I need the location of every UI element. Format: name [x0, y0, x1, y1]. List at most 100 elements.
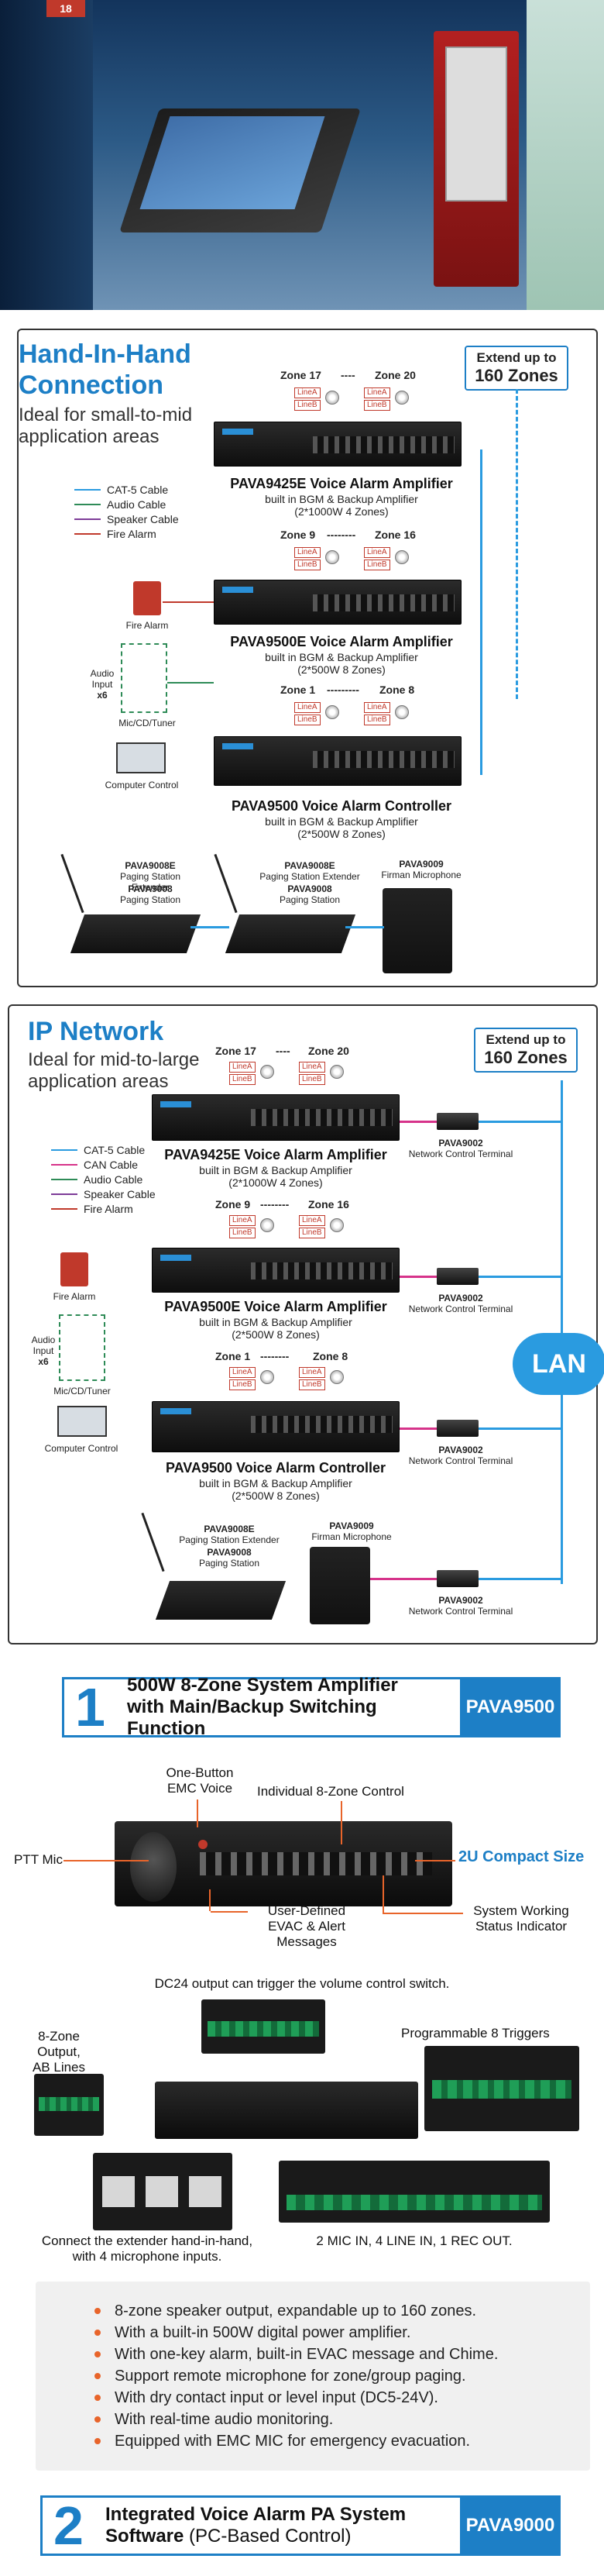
emc-button-icon	[198, 1840, 208, 1849]
hih-title-line1: Hand-In-Hand	[19, 339, 191, 369]
audio-input-line: Audio	[90, 668, 115, 679]
paging-station-image	[225, 914, 356, 953]
audio-input-box	[121, 643, 167, 713]
hih-amp1-title: PAVA9425E Voice Alarm Amplifier	[230, 476, 453, 491]
laptop-screen	[139, 116, 325, 209]
bullet-item: Equipped with EMC MIC for emergency evac…	[94, 2430, 498, 2452]
hih-extend-a: Extend up to	[476, 350, 557, 365]
terminal-image	[437, 1570, 479, 1587]
terminal-block	[432, 2080, 571, 2099]
feature2-title-line1: Integrated Voice Alarm PA System	[105, 2504, 407, 2525]
name: Network Control Terminal	[408, 1606, 513, 1617]
code: PAVA9008	[207, 1547, 252, 1558]
hih-extend-b: 160 Zones	[475, 366, 558, 385]
audio-input-line: Input	[33, 1345, 54, 1356]
line-b-tag: LineB	[364, 560, 390, 570]
name: Paging Station Extender	[179, 1534, 280, 1545]
name: Network Control Terminal	[408, 1303, 513, 1314]
amp-pava9500e-image	[214, 580, 462, 625]
code: PAVA9002	[438, 1595, 483, 1606]
callout-line	[63, 1860, 149, 1861]
computer-icon	[116, 742, 166, 773]
amp-knobs	[313, 751, 455, 768]
code: PAVA9002	[438, 1138, 483, 1149]
speaker-icon	[330, 1065, 344, 1079]
status-line: System Working	[473, 1903, 569, 1918]
legend-speaker: Speaker Cable	[51, 1186, 156, 1201]
audio-io-image	[279, 2161, 550, 2223]
feature2-title-bold: Software	[105, 2526, 184, 2547]
hih-amp3-title: PAVA9500 Voice Alarm Controller	[231, 798, 452, 814]
cabinet-window	[445, 46, 507, 201]
code: PAVA9009	[399, 859, 444, 870]
can-line	[400, 1121, 437, 1123]
compact-label: 2U Compact Size	[458, 1848, 585, 1865]
hih-zone16: Zone 16	[375, 529, 416, 541]
hih-legend: CAT-5 Cable Audio Cable Speaker Cable Fi…	[74, 482, 179, 541]
line-b-tag: LineB	[299, 1379, 325, 1390]
hih-title-line2: Connection	[19, 370, 163, 400]
pava9500-device-image	[115, 1821, 452, 1906]
line-b-tag: LineB	[299, 1228, 325, 1238]
line-b-tag: LineB	[294, 400, 321, 411]
line-b-tag: LineB	[229, 1228, 256, 1238]
legend-audio: Audio Cable	[51, 1172, 156, 1186]
ip-amp1-title: PAVA9425E Voice Alarm Amplifier	[164, 1147, 387, 1162]
legend-audio: Audio Cable	[74, 497, 179, 511]
can-line	[370, 1578, 437, 1580]
speaker-icon	[325, 705, 339, 719]
hih-extend-box: Extend up to 160 Zones	[465, 346, 568, 391]
amp-logo	[222, 743, 253, 749]
cable-line	[479, 1121, 562, 1123]
firman-mic-image	[310, 1547, 370, 1624]
line-a-tag: LineA	[294, 547, 321, 558]
plant-area	[527, 0, 604, 310]
lan-backbone	[561, 1080, 563, 1584]
mic-in-label: 2 MIC IN, 4 LINE IN, 1 REC OUT.	[316, 2233, 513, 2248]
dc24-label: DC24 output can trigger the volume contr…	[154, 1976, 450, 1991]
legend-swatch	[51, 1178, 77, 1180]
bullet-item: With a built-in 500W digital power ampli…	[94, 2322, 498, 2344]
speaker-icon	[260, 1065, 274, 1079]
name: Firman Microphone	[311, 1531, 392, 1542]
cable-line	[190, 926, 229, 928]
line-a-tag: LineA	[229, 1062, 256, 1073]
legend-label: Fire Alarm	[107, 527, 156, 540]
user-defined-line: User-Defined	[267, 1903, 346, 1918]
amp-logo	[160, 1408, 191, 1414]
legend-fire: Fire Alarm	[74, 526, 179, 541]
ip-extend-a: Extend up to	[486, 1032, 566, 1047]
legend-label: CAN Cable	[84, 1158, 139, 1171]
feature2-title-line2: Software (PC-Based Control)	[105, 2526, 460, 2547]
audio-input-line: Audio	[31, 1334, 56, 1345]
hih-subtitle-line1: Ideal for small-to-mid	[19, 405, 193, 425]
amp-logo	[222, 587, 253, 593]
line-b-tag: LineB	[294, 715, 321, 725]
cable-line	[479, 1578, 562, 1580]
amp-pava9500-image	[214, 736, 462, 786]
terminal-image	[437, 1420, 479, 1437]
amp-pava9425e-image	[214, 422, 462, 467]
ip-title: IP Network	[28, 1017, 164, 1046]
name: Network Control Terminal	[408, 1149, 513, 1159]
hih-fire-alarm-label: Fire Alarm	[125, 620, 169, 631]
line-b-tag: LineB	[229, 1379, 256, 1390]
hero-photo: 18	[0, 0, 604, 310]
can-line	[400, 1276, 437, 1278]
ip-computer-label: Computer Control	[44, 1443, 118, 1454]
legend-swatch	[51, 1207, 77, 1210]
feature1-header: 1 500W 8-Zone System Amplifier with Main…	[62, 1675, 561, 1739]
line-a-tag: LineA	[299, 1215, 325, 1226]
hih-zone1: Zone 1	[280, 684, 316, 696]
name: Network Control Terminal	[408, 1455, 513, 1466]
ip-zone17: Zone 17	[215, 1045, 256, 1057]
hih-zone9: Zone 9	[280, 529, 316, 541]
name: Paging Station	[279, 894, 341, 905]
code: PAVA9008E	[125, 860, 176, 871]
zone-output-line: 8-Zone Output,	[37, 2029, 81, 2059]
ip-amp2-sub1: built in BGM & Backup Amplifier	[199, 1316, 352, 1328]
bullet-list: 8-zone speaker output, expandable up to …	[94, 2300, 498, 2452]
lan-cloud: LAN	[513, 1333, 604, 1395]
